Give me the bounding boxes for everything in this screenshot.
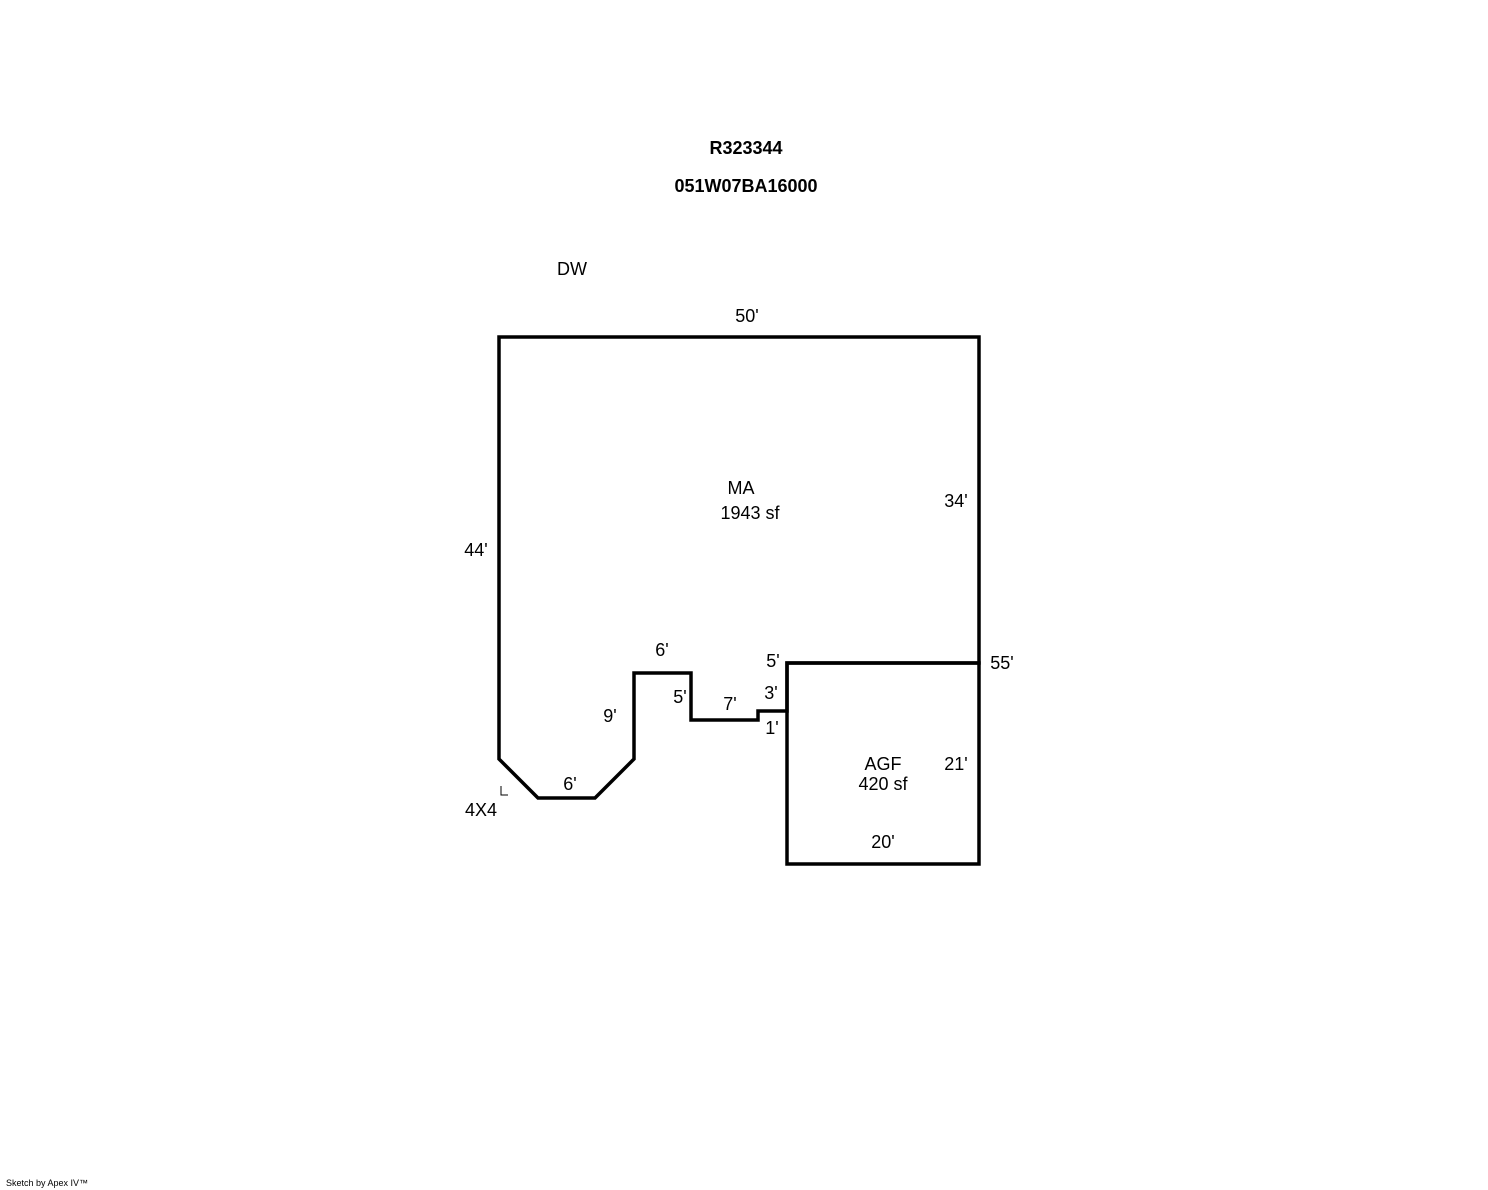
- dim-agf-right: 21': [944, 754, 967, 774]
- dim-ma-left: 44': [464, 540, 487, 560]
- fixture-marker-icon: [500, 786, 508, 796]
- dim-notch-mid: 3': [764, 683, 777, 703]
- fixture-label: 4X4: [465, 800, 497, 820]
- ma-area: 1943 sf: [720, 503, 780, 523]
- main-area-outline: [497, 335, 981, 800]
- map-tax-lot: 051W07BA16000: [674, 176, 817, 196]
- agf-area: 420 sf: [858, 774, 908, 794]
- dim-step-down: 5': [673, 687, 686, 707]
- dim-bay-bottom: 6': [563, 774, 576, 794]
- dim-bay-side: 9': [603, 706, 616, 726]
- dim-bay-top: 6': [655, 640, 668, 660]
- dw-label: DW: [557, 259, 587, 279]
- agf-code: AGF: [864, 754, 901, 774]
- dim-notch-small: 1': [765, 718, 778, 738]
- account-number: R323344: [709, 138, 782, 158]
- dim-agf-bottom: 20': [871, 832, 894, 852]
- dim-total-right: 55': [990, 653, 1013, 673]
- dim-notch-top: 5': [766, 651, 779, 671]
- ma-code: MA: [728, 478, 755, 498]
- dim-ma-right: 34': [944, 491, 967, 511]
- dim-ma-top: 50': [735, 306, 758, 326]
- garage-outline: [785, 661, 981, 866]
- footer-credit: Sketch by Apex IV™: [6, 1178, 89, 1188]
- dim-step-run: 7': [723, 694, 736, 714]
